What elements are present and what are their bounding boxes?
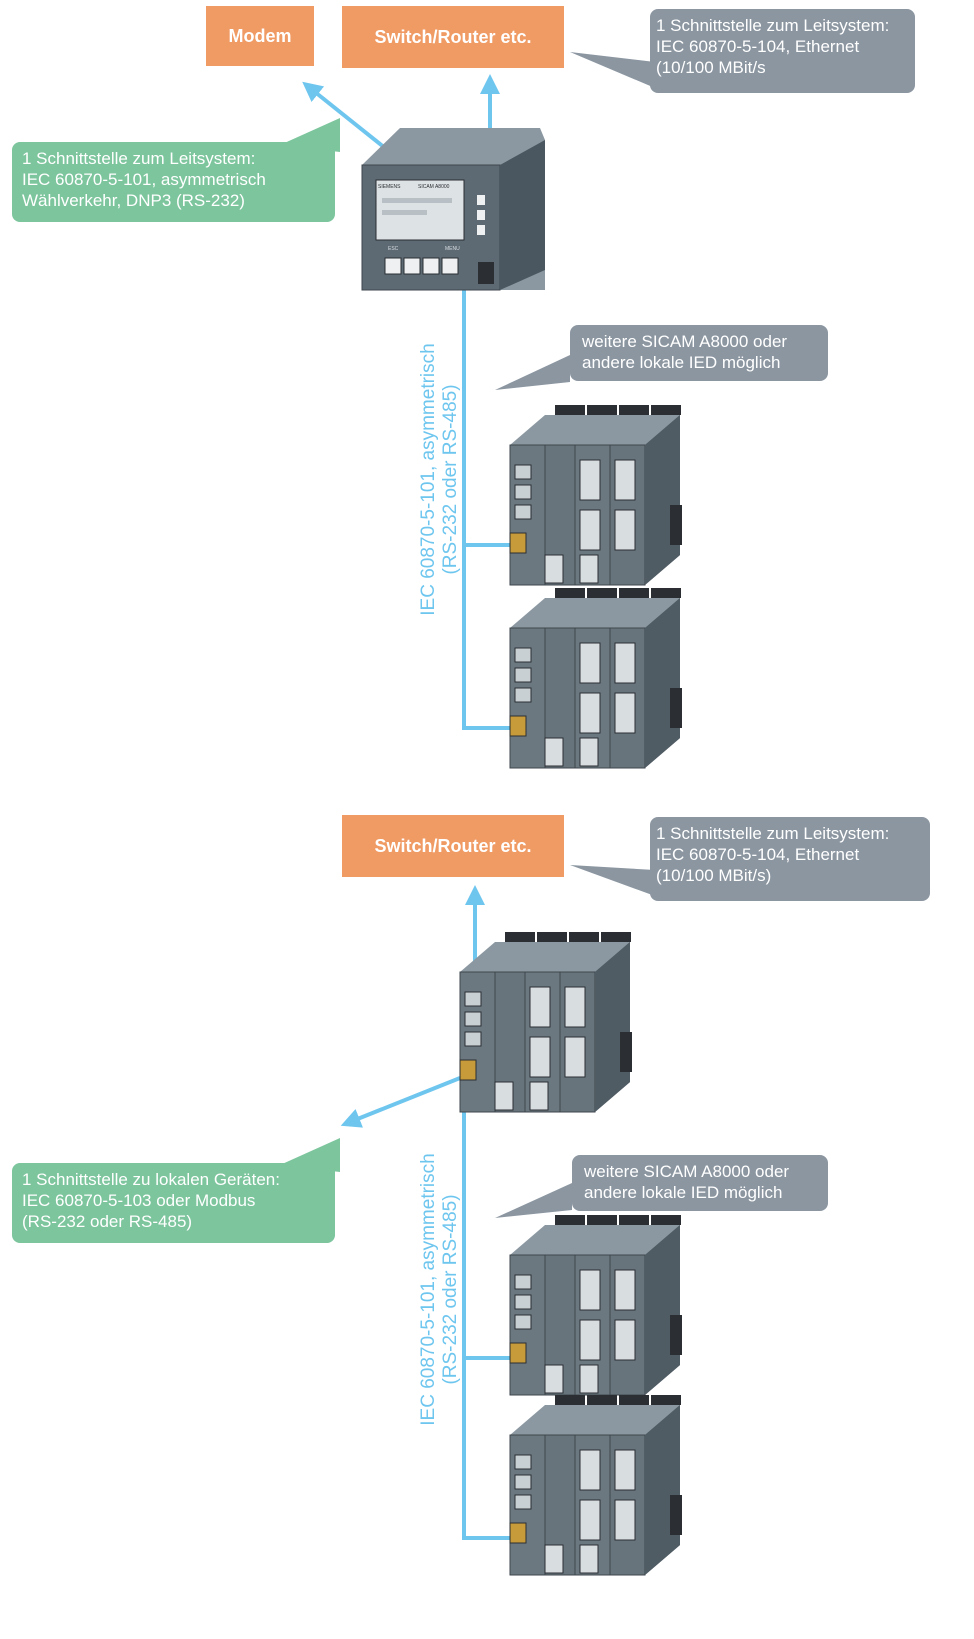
bottom-main-device <box>459 931 633 1113</box>
top-bus-label-line-1: IEC 60870-5-101, asymmetrisch <box>418 343 439 616</box>
device-key-esc: ESC <box>388 246 399 252</box>
device-model: SICAM A8000 <box>418 184 450 190</box>
bottom-bus-label: IEC 60870-5-101, asymmetrisch (RS-232 od… <box>418 1147 462 1432</box>
device-brand: SIEMENS <box>378 184 401 190</box>
top-serial-callout: 1 Schnittstelle zum Leitsystem: IEC 6087… <box>12 142 335 222</box>
top-switch-router-box: Switch/Router etc. <box>342 6 564 68</box>
top-ethernet-callout-line-1: 1 Schnittstelle zum Leitsystem: <box>656 16 890 35</box>
bottom-ethernet-callout-line-3: (10/100 MBit/s) <box>656 866 772 885</box>
bottom-ethernet-callout: 1 Schnittstelle zum Leitsystem: IEC 6087… <box>650 817 930 901</box>
top-bus-label: IEC 60870-5-101, asymmetrisch (RS-232 od… <box>418 337 462 622</box>
top-ethernet-callout: 1 Schnittstelle zum Leitsystem: IEC 6087… <box>650 9 915 93</box>
top-rack-device-2 <box>509 587 683 769</box>
top-ethernet-callout-tail <box>570 52 655 88</box>
top-more-devices-callout: weitere SICAM A8000 oder andere lokale I… <box>570 325 828 381</box>
bottom-switch-router-box: Switch/Router etc. <box>342 815 564 877</box>
bottom-bus-label-line-1: IEC 60870-5-101, asymmetrisch <box>418 1153 439 1426</box>
panel-device: SIEMENS SICAM A8000 ESC MENU <box>361 128 545 291</box>
top-serial-callout-line-2: IEC 60870-5-101, asymmetrisch <box>22 170 266 189</box>
top-serial-callout-line-1: 1 Schnittstelle zum Leitsystem: <box>22 149 256 168</box>
bottom-local-callout: 1 Schnittstelle zu lokalen Geräten: IEC … <box>12 1163 335 1243</box>
top-more-devices-line-1: weitere SICAM A8000 oder <box>582 332 788 351</box>
top-more-devices-line-2: andere lokale IED möglich <box>582 353 781 372</box>
top-bus-label-line-2: (RS-232 oder RS-485) <box>440 384 461 575</box>
top-more-callout-tail <box>495 355 570 390</box>
bottom-local-callout-line-2: IEC 60870-5-103 oder Modbus <box>22 1191 256 1210</box>
bottom-rack-device-1 <box>509 1214 683 1396</box>
bottom-ethernet-callout-tail <box>570 865 655 896</box>
bottom-ethernet-callout-line-2: IEC 60870-5-104, Ethernet <box>656 845 860 864</box>
top-switch-router-label: Switch/Router etc. <box>374 26 532 47</box>
bottom-local-callout-line-3: (RS-232 oder RS-485) <box>22 1212 193 1231</box>
bottom-ethernet-callout-line-1: 1 Schnittstelle zum Leitsystem: <box>656 824 890 843</box>
bottom-local-arrow <box>340 1076 461 1128</box>
bottom-more-devices-line-2: andere lokale IED möglich <box>584 1183 783 1202</box>
bottom-more-devices-callout: weitere SICAM A8000 oder andere lokale I… <box>572 1155 828 1211</box>
modem-label: Modem <box>228 25 292 46</box>
top-serial-callout-line-3: Wählverkehr, DNP3 (RS-232) <box>22 191 245 210</box>
modem-box: Modem <box>206 6 314 66</box>
bottom-more-callout-tail <box>495 1183 572 1218</box>
bottom-bus-label-line-2: (RS-232 oder RS-485) <box>440 1194 461 1385</box>
bottom-rack-device-2 <box>509 1394 683 1576</box>
top-ethernet-callout-line-3: (10/100 MBit/s <box>656 58 766 77</box>
bottom-local-callout-line-1: 1 Schnittstelle zu lokalen Geräten: <box>22 1170 280 1189</box>
top-ethernet-callout-line-2: IEC 60870-5-104, Ethernet <box>656 37 860 56</box>
top-rack-device-1 <box>509 404 683 586</box>
device-key-menu: MENU <box>445 246 460 252</box>
bottom-more-devices-line-1: weitere SICAM A8000 oder <box>584 1162 790 1181</box>
bottom-switch-router-label: Switch/Router etc. <box>374 835 532 856</box>
